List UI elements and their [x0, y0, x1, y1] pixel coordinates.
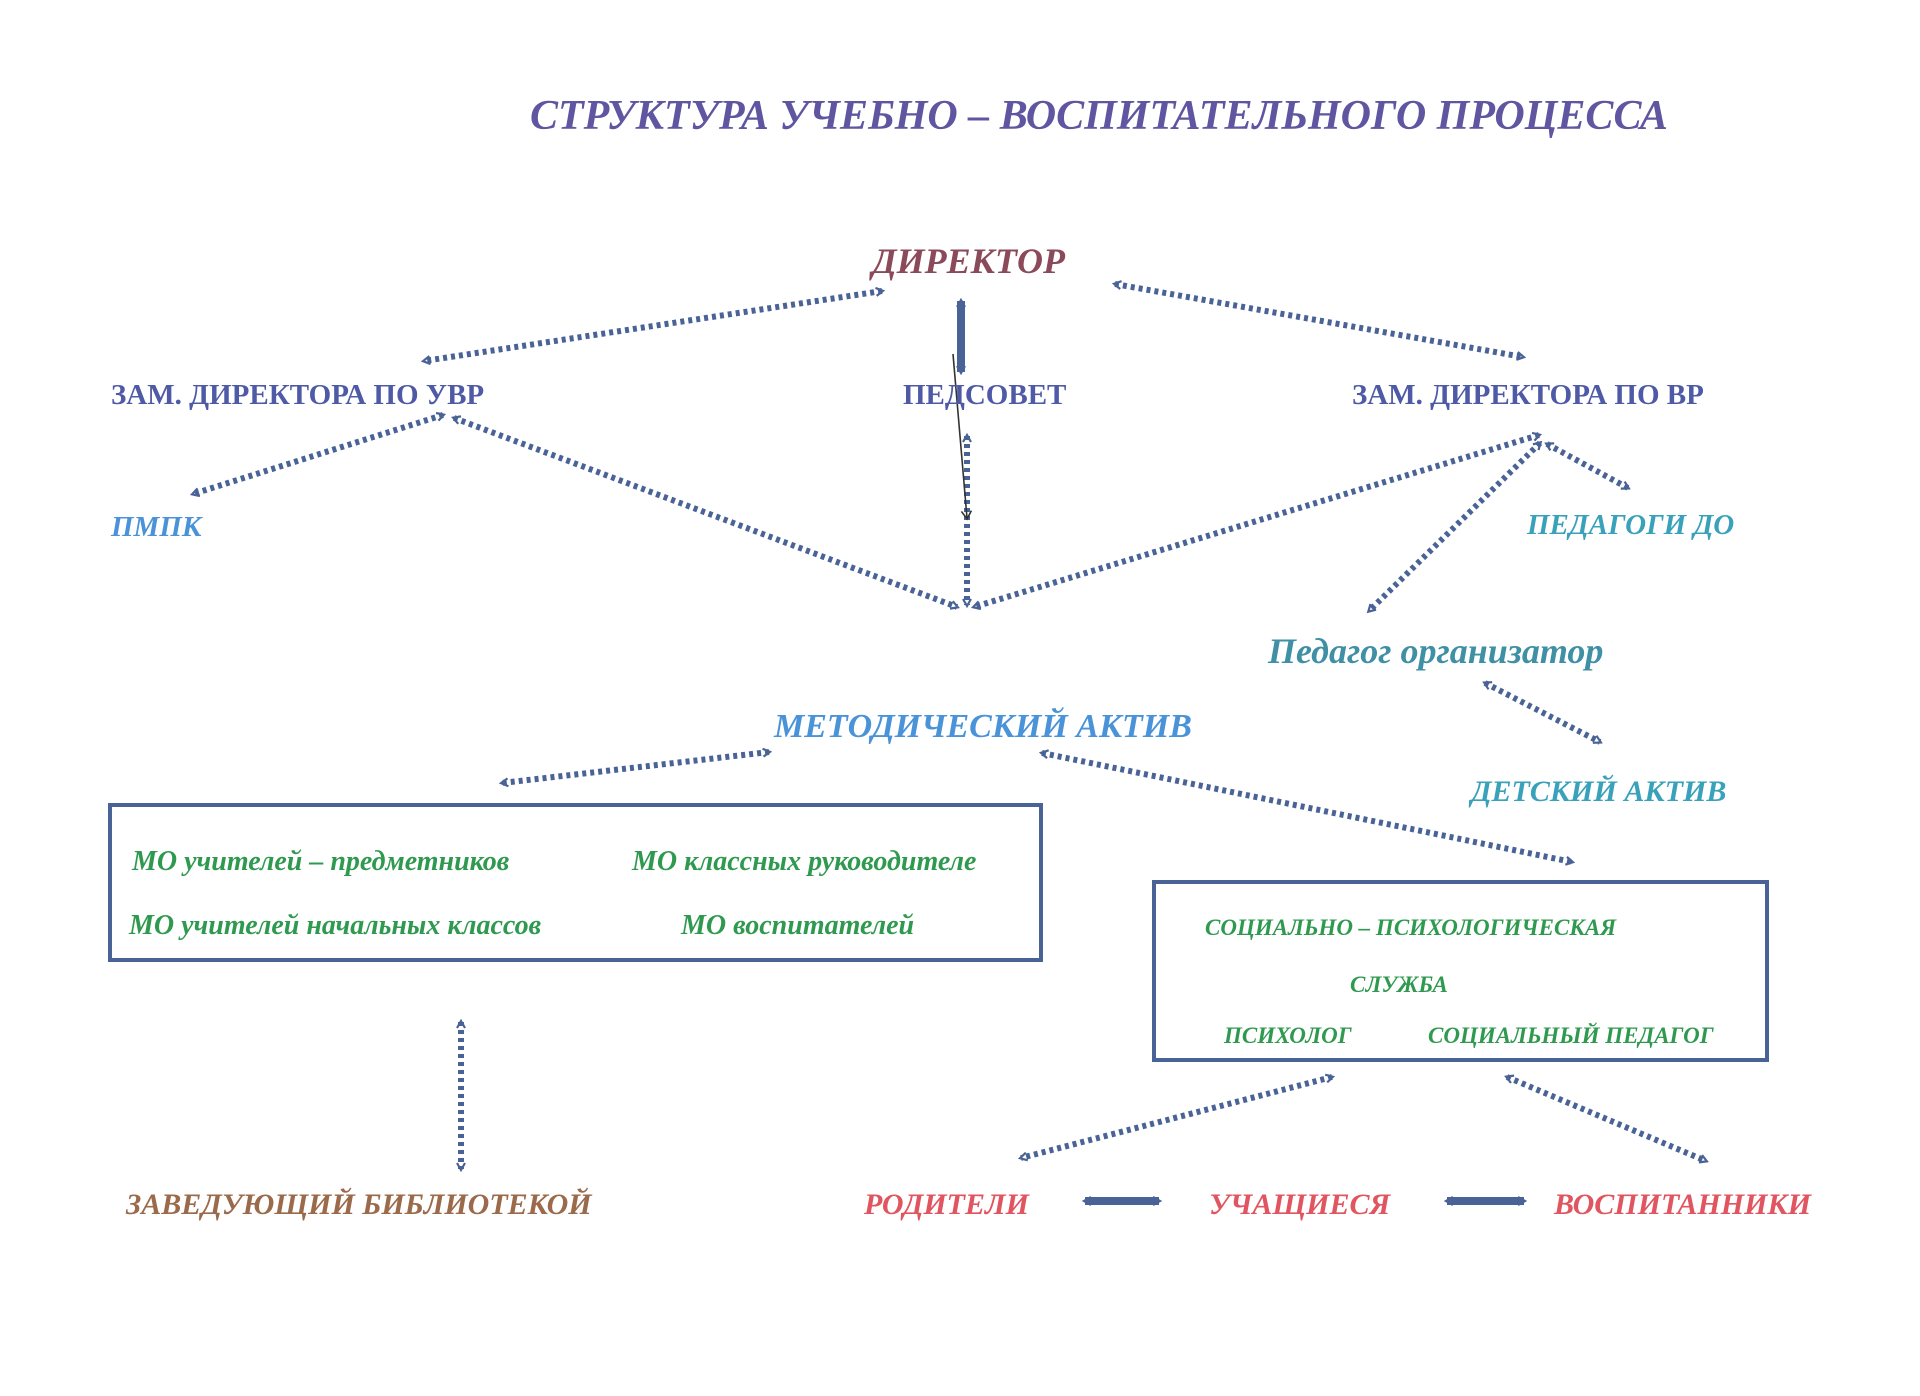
- node-parents: РОДИТЕЛИ: [864, 1188, 1029, 1221]
- node-deputy-uvr: ЗАМ. ДИРЕКТОРА ПО УВР: [111, 379, 485, 411]
- social-service-title: СОЦИАЛЬНО – ПСИХОЛОГИЧЕСКАЯ: [1205, 915, 1617, 940]
- mo-box: МО учителей – предметников МО классных р…: [108, 803, 1043, 962]
- node-students: УЧАЩИЕСЯ: [1209, 1188, 1391, 1221]
- arrow-vr-method: [974, 435, 1539, 607]
- connectors: [193, 284, 1706, 1201]
- arrow-vr-organizer: [1369, 443, 1540, 611]
- arrow-social-pupils: [1507, 1074, 1706, 1164]
- mo-subject-teachers: МО учителей – предметников: [132, 846, 510, 877]
- arrow-uvr-pmpk: [193, 415, 443, 494]
- arrow-director-uvr: [424, 291, 882, 361]
- node-children-active: ДЕТСКИЙ АКТИВ: [1471, 775, 1727, 808]
- node-pupils: ВОСПИТАННИКИ: [1554, 1188, 1812, 1221]
- social-service-subtitle: СЛУЖБА: [1350, 972, 1448, 997]
- diagram-title: СТРУКТУРА УЧЕБНО – ВОСПИТАТЕЛЬНОГО ПРОЦЕ…: [530, 93, 1668, 139]
- node-organizer: Педагог организатор: [1268, 631, 1604, 671]
- arrow-vr-teachers-do: [1547, 441, 1628, 491]
- arrow-social-parents: [1021, 1077, 1332, 1158]
- social-teacher: СОЦИАЛЬНЫЙ ПЕДАГОГ: [1428, 1023, 1714, 1048]
- node-pedsovet: ПЕДСОВЕТ: [903, 379, 1067, 411]
- arrow-method-mo: [502, 752, 769, 783]
- arrow-method-social: [1042, 753, 1572, 862]
- node-teachers-do: ПЕДАГОГИ ДО: [1527, 509, 1735, 541]
- node-method-active: МЕТОДИЧЕСКИЙ АКТИВ: [774, 708, 1192, 745]
- mo-educators: МО воспитателей: [681, 910, 915, 941]
- node-director: ДИРЕКТОР: [872, 241, 1065, 281]
- mo-primary-teachers: МО учителей начальных классов: [129, 910, 542, 941]
- arrow-organizer-children: [1485, 680, 1600, 745]
- arrow-director-vr: [1115, 284, 1523, 357]
- node-deputy-vr: ЗАМ. ДИРЕКТОРА ПО ВР: [1352, 379, 1704, 411]
- social-service-box: СОЦИАЛЬНО – ПСИХОЛОГИЧЕСКАЯ СЛУЖБА ПСИХО…: [1152, 880, 1769, 1062]
- node-library-head: ЗАВЕДУЮЩИЙ БИБЛИОТЕКОЙ: [126, 1188, 592, 1221]
- node-pmpk: ПМПК: [111, 511, 202, 543]
- social-psychologist: ПСИХОЛОГ: [1224, 1023, 1352, 1048]
- arrow-uvr-method: [454, 415, 957, 610]
- mo-class-leaders: МО классных руководителе: [632, 846, 977, 877]
